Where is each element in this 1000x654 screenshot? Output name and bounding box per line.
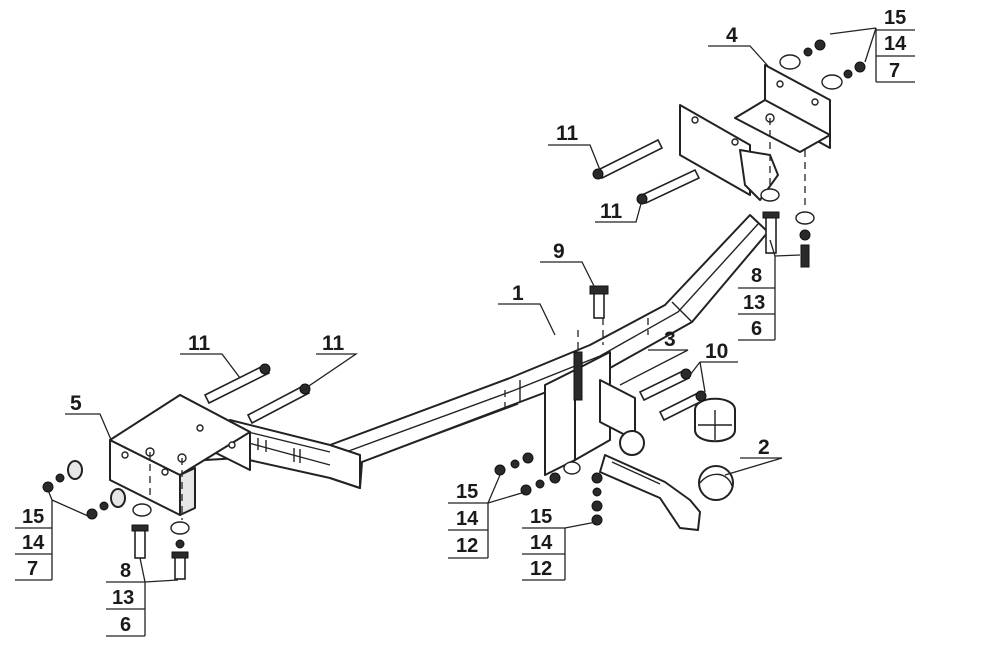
stack-right-mid-1: 8 (751, 265, 762, 287)
bolt-long-left-a (203, 363, 271, 405)
label-bolt-long-left-a: 11 (188, 332, 211, 355)
bolt-socket-b (658, 390, 707, 422)
stack-center-left-2: 14 (456, 508, 479, 530)
washers-center-left (494, 452, 581, 496)
stack-top-right: 15 14 7 (884, 7, 907, 82)
ball-neck (599, 430, 734, 531)
bolt-vertical-left (131, 524, 149, 559)
stack-left-low-3: 7 (27, 558, 38, 580)
socket-plate (544, 318, 636, 476)
bolt-long-right-b (636, 168, 701, 205)
label-bracket-left: 5 (70, 392, 82, 415)
stack-right-mid-3: 6 (751, 318, 762, 340)
stack-left-low-1: 15 (22, 506, 44, 528)
stack-left-bottom-3: 6 (120, 614, 131, 636)
bolt-vertical-right (762, 211, 780, 254)
label-bolt-long-left-b: 11 (322, 332, 345, 355)
washers-top-right (779, 39, 866, 90)
stack-left-low: 15 14 7 (22, 506, 45, 580)
label-bolt-socket: 10 (705, 340, 728, 363)
stack-left-low-2: 14 (22, 532, 45, 554)
stack-left-bottom-1: 8 (120, 560, 131, 582)
stack-center-left: 15 14 12 (456, 481, 479, 557)
washers-center-bottom (591, 472, 603, 526)
label-pin: 9 (553, 240, 565, 263)
ball-cover (694, 397, 736, 443)
bolt-long-left-b (246, 383, 311, 425)
stack-right-mid-2: 13 (743, 292, 765, 314)
label-ball: 2 (758, 436, 770, 459)
stack-left-bottom: 8 13 6 (112, 560, 134, 636)
label-bolt-long-right-b: 11 (600, 200, 623, 223)
bolt-socket-a (638, 368, 692, 402)
stack-left-bottom-2: 13 (112, 587, 134, 609)
stack-center-right-1: 15 (530, 506, 552, 528)
stack-center-right-2: 14 (530, 532, 553, 554)
label-crossbar: 1 (512, 282, 524, 305)
stack-center-left-3: 12 (456, 535, 478, 557)
pin (589, 285, 609, 319)
washers-right-vertical (760, 188, 815, 268)
bolt-vertical-left-low (171, 551, 189, 580)
stack-top-right-1: 15 (884, 7, 906, 29)
stack-top-right-2: 14 (884, 33, 907, 55)
leader-lines (15, 27, 915, 637)
stack-top-right-3: 7 (889, 60, 900, 82)
label-bracket-right: 4 (726, 24, 738, 47)
bracket-left (109, 394, 251, 520)
label-bolt-long-right-a: 11 (556, 122, 579, 145)
stack-center-right: 15 14 12 (530, 506, 553, 580)
stack-center-left-1: 15 (456, 481, 478, 503)
stack-right-mid: 8 13 6 (743, 265, 765, 340)
stack-center-right-3: 12 (530, 558, 552, 580)
label-socket-plate: 3 (664, 328, 676, 351)
bolt-long-right-a (592, 138, 664, 180)
washers-left (42, 460, 190, 549)
bracket-right (679, 64, 831, 210)
